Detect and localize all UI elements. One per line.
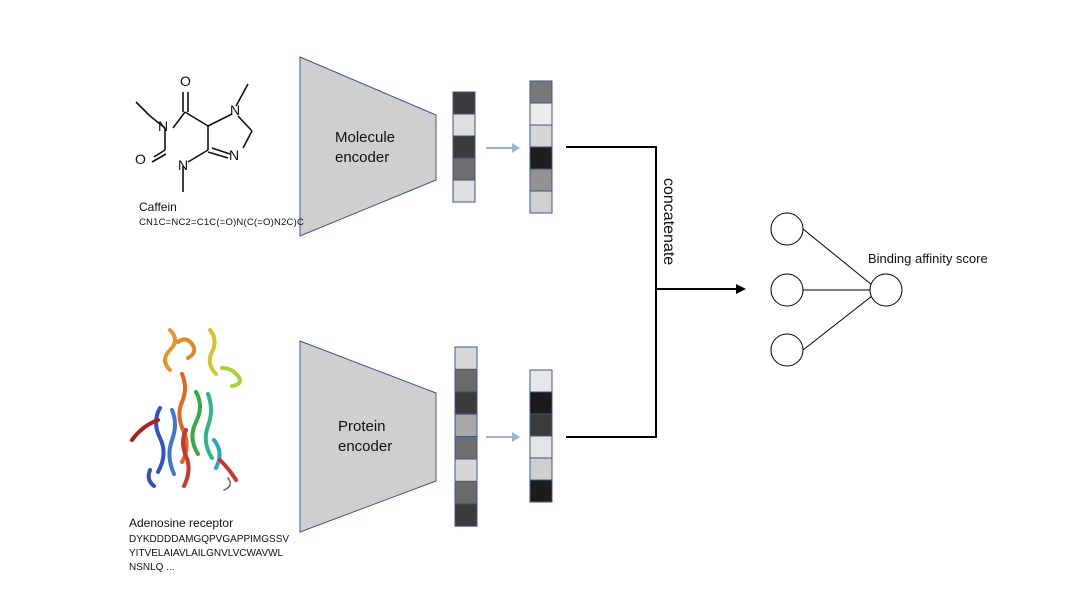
vector-cell — [452, 157, 476, 181]
molecule-output-vector — [529, 80, 553, 214]
vector-cell — [529, 435, 553, 459]
vector-cell — [529, 168, 553, 192]
vector-cell — [452, 179, 476, 203]
molecule-input-vector — [452, 91, 476, 203]
output-neuron — [869, 273, 903, 307]
protein-projection-arrow — [486, 432, 520, 442]
protein-output-vector — [529, 369, 553, 503]
protein-sequence-line: YITVELAIAVLAILGNVLVCWAVWL — [129, 548, 284, 559]
atom-o2: O — [135, 151, 146, 167]
input-neuron — [770, 273, 804, 307]
concatenate-connector — [566, 146, 738, 438]
protein-input-vector — [454, 346, 478, 527]
atom-n3: N — [178, 157, 188, 173]
vector-cell — [454, 458, 478, 482]
caffeine-structure — [135, 83, 253, 192]
molecule-encoder-label: Molecule encoder — [335, 129, 396, 166]
vector-cell — [529, 391, 553, 415]
atom-o1: O — [180, 73, 191, 89]
vector-cell — [529, 413, 553, 437]
atom-n1: N — [158, 118, 168, 134]
molecule-projection-arrow — [486, 143, 520, 153]
atom-n9: N — [229, 147, 239, 163]
input-neuron — [770, 212, 804, 246]
vector-cell — [454, 346, 478, 370]
vector-cell — [529, 457, 553, 481]
molecule-encoder-shape — [299, 56, 437, 237]
protein-name: Adenosine receptor — [129, 516, 234, 530]
vector-cell — [454, 436, 478, 460]
vector-cell — [452, 135, 476, 159]
concatenate-label: concatenate — [660, 178, 677, 265]
vector-cell — [454, 368, 478, 393]
vector-cell — [452, 91, 476, 115]
vector-cell — [529, 190, 553, 214]
protein-encoder-label: Protein encoder — [338, 418, 393, 455]
vector-cell — [454, 391, 478, 415]
vector-cell — [454, 480, 478, 505]
binding-affinity-label: Binding affinity score — [868, 251, 988, 266]
protein-encoder-shape — [299, 340, 437, 533]
molecule-name: Caffein — [139, 200, 177, 214]
protein-sequence-line: DYKDDDDAMGQPVGAPPIMGSSV — [129, 534, 290, 545]
vector-cell — [529, 369, 553, 393]
vector-cell — [529, 80, 553, 104]
vector-cell — [454, 503, 478, 527]
vector-cell — [529, 124, 553, 148]
vector-cell — [452, 113, 476, 137]
input-neuron — [770, 333, 804, 367]
vector-cell — [529, 146, 553, 170]
molecule-smiles: CN1C=NC2=C1C(=O)N(C(=O)N2C)C — [139, 217, 305, 228]
vector-cell — [454, 413, 478, 438]
protein-structure — [130, 328, 242, 491]
output-network — [770, 212, 903, 367]
vector-cell — [529, 102, 553, 126]
vector-cell — [529, 479, 553, 503]
concatenate-arrowhead — [736, 284, 746, 294]
protein-sequence-line: NSNLQ ... — [129, 562, 175, 573]
atom-n7: N — [230, 102, 240, 118]
